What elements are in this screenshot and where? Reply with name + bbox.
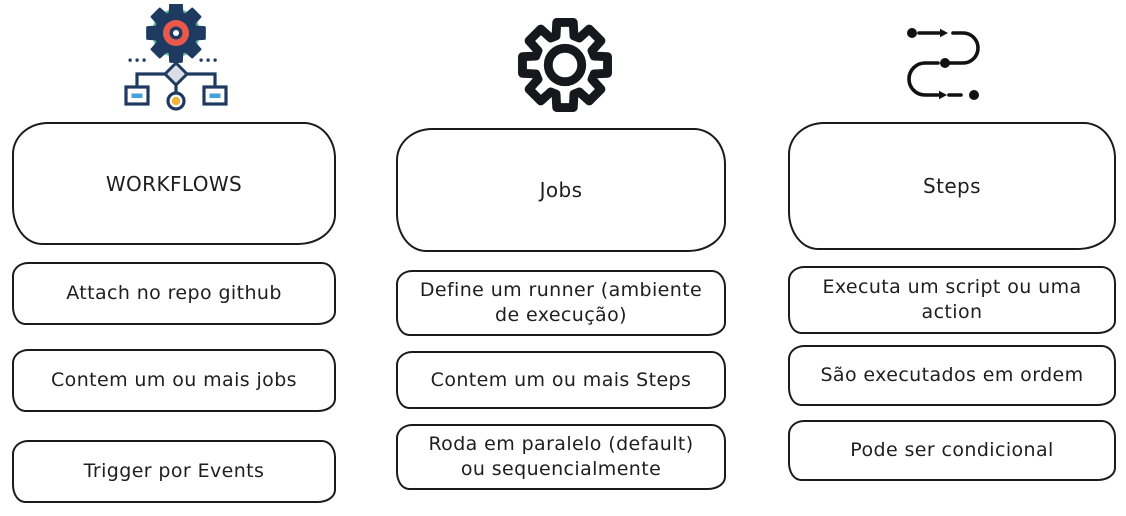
steps-item-label: Executa um script ou uma action (822, 276, 1082, 323)
jobs-item-box: Roda em paralelo (default) ou sequencial… (396, 424, 726, 490)
jobs-item-box: Contem um ou mais Steps (396, 351, 726, 409)
steps-item-label: São executados em ordem (820, 364, 1084, 387)
jobs-item-label: Roda em paralelo (default) ou sequencial… (428, 433, 694, 480)
gear-icon (518, 18, 612, 112)
workflow-flowchart-icon (124, 4, 228, 111)
jobs-item-label: Define um runner (ambiente de execução) (419, 279, 703, 326)
jobs-title: Jobs (539, 178, 583, 202)
jobs-title-box: Jobs (396, 128, 726, 252)
workflows-item-label: Contem um ou mais jobs (51, 369, 297, 392)
workflows-item-label: Attach no repo github (66, 282, 282, 305)
workflows-item-box: Contem um ou mais jobs (12, 349, 336, 412)
workflows-item-label: Trigger por Events (83, 460, 265, 483)
workflows-item-box: Trigger por Events (12, 440, 336, 503)
route-steps-icon (907, 28, 980, 100)
steps-item-box: São executados em ordem (788, 345, 1116, 406)
steps-title-box: Steps (788, 122, 1116, 250)
workflows-item-box: Attach no repo github (12, 262, 336, 325)
steps-item-box: Pode ser condicional (788, 420, 1116, 481)
workflows-title-box: WORKFLOWS (12, 122, 336, 245)
workflows-title: WORKFLOWS (105, 171, 243, 196)
steps-item-label: Pode ser condicional (850, 439, 1054, 462)
jobs-item-box: Define um runner (ambiente de execução) (396, 270, 726, 336)
steps-title: Steps (923, 174, 981, 198)
steps-item-box: Executa um script ou uma action (788, 266, 1116, 334)
jobs-item-label: Contem um ou mais Steps (430, 368, 692, 391)
